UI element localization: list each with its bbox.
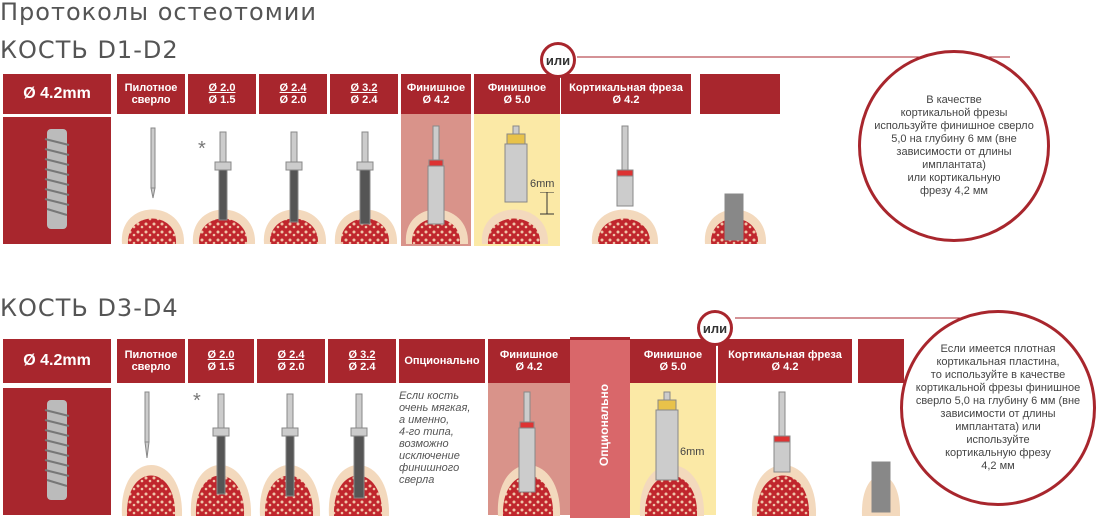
s1-col-cort-l2: Ø 4.2 bbox=[612, 94, 640, 106]
s1-note-l1: кортикальной фрезы bbox=[900, 107, 1008, 119]
s1-col-pilot: Пилотное сверло bbox=[117, 74, 185, 114]
s2-or-badge: или bbox=[697, 310, 733, 346]
s1-col-fin50-l2: Ø 5.0 bbox=[503, 94, 531, 106]
s2-col-fin42-l2: Ø 4.2 bbox=[515, 361, 543, 373]
soft-note-l5: исключение bbox=[399, 450, 460, 462]
bone-shapes bbox=[121, 209, 767, 244]
s1-col-fin42-l1: Финишное bbox=[406, 82, 466, 94]
s1-note-l0: В качестве bbox=[926, 94, 982, 106]
section1-title: КОСТЬ D1-D2 bbox=[0, 36, 179, 64]
s2-col-32-l1: Ø 3.2 bbox=[348, 349, 376, 361]
s2-col-20-l2: Ø 1.5 bbox=[207, 361, 235, 373]
s1-col-24: Ø 2.4 Ø 2.0 bbox=[259, 74, 327, 114]
s2-note-circle: Если имеется плотная кортикальная пласти… bbox=[900, 310, 1096, 506]
s2-star: * bbox=[193, 390, 201, 412]
s1-col-20-l2: Ø 1.5 bbox=[208, 94, 236, 106]
s2-note-l1: кортикальная пластина, bbox=[936, 356, 1060, 368]
s2-col-pilot-l2: сверло bbox=[131, 361, 171, 373]
s1-note-l5: имплантата) bbox=[922, 159, 986, 171]
s2-col-implant-blank bbox=[858, 339, 904, 383]
s2-optional-band bbox=[570, 337, 630, 518]
s1-note-l7: фрезу 4,2 мм bbox=[920, 185, 988, 197]
s2-col-fin50-l2: Ø 5.0 bbox=[659, 361, 687, 373]
s2-col-fin42-l1: Финишное bbox=[499, 349, 559, 361]
s2-col-optional: Опционально bbox=[399, 339, 485, 383]
s1-col-32-l2: Ø 2.4 bbox=[350, 94, 378, 106]
s1-star: * bbox=[198, 138, 206, 160]
s2-col-pilot-l1: Пилотное bbox=[124, 349, 178, 361]
s2-col-fin50: Финишное Ø 5.0 bbox=[630, 339, 716, 383]
s1-col-32-l1: Ø 3.2 bbox=[350, 82, 378, 94]
s1-col-pilot-l1: Пилотное bbox=[124, 82, 178, 94]
s1-note-l6: или кортикальную bbox=[907, 172, 1001, 184]
s2-col-32-l2: Ø 2.4 bbox=[348, 361, 376, 373]
s1-illustrations bbox=[121, 125, 767, 244]
implant-icon bbox=[44, 400, 70, 500]
s2-col-20-l1: Ø 2.0 bbox=[207, 349, 235, 361]
s2-note-l8: кортикальную фрезу bbox=[945, 447, 1051, 459]
s1-col-fin50: Финишное Ø 5.0 bbox=[474, 74, 560, 114]
drill-shapes bbox=[150, 125, 744, 241]
implant-icon bbox=[44, 129, 70, 229]
s2-col-24-l1: Ø 2.4 bbox=[277, 349, 305, 361]
s2-note-l2: то используйте в качестве bbox=[930, 369, 1066, 381]
soft-note-l1: очень мягкая, bbox=[399, 402, 471, 414]
s2-note-l4: сверло 5,0 на глубину 6 мм (вне bbox=[915, 395, 1081, 407]
s2-depth-label: 6mm bbox=[680, 446, 705, 458]
soft-note-l6: финишного bbox=[399, 462, 460, 474]
s1-note-l3: 5,0 на глубину 6 мм (вне bbox=[891, 133, 1017, 145]
page-title: Протоколы остеотомии bbox=[0, 0, 317, 26]
s1-col-24-l2: Ø 2.0 bbox=[279, 94, 307, 106]
s2-note-l9: 4,2 мм bbox=[981, 460, 1015, 472]
soft-note-l2: а именно, bbox=[399, 414, 450, 426]
soft-note-l7: сверла bbox=[399, 474, 435, 486]
s2-note-l0: Если имеется плотная bbox=[940, 343, 1056, 355]
s2-col-20: Ø 2.0 Ø 1.5 bbox=[188, 339, 254, 383]
s1-col-24-l1: Ø 2.4 bbox=[279, 82, 307, 94]
s2-col-24-l2: Ø 2.0 bbox=[277, 361, 305, 373]
s2-col-pilot: Пилотное сверло bbox=[117, 339, 185, 383]
s2-col-optional-l1: Опционально bbox=[404, 355, 480, 367]
s1-or-badge: или bbox=[540, 42, 576, 78]
s1-note-circle: В качестве кортикальной фрезы используйт… bbox=[858, 50, 1050, 242]
s1-col-fin42-l2: Ø 4.2 bbox=[422, 94, 450, 106]
drill-shapes bbox=[144, 391, 891, 513]
s2-note-l3: кортикальной фрезы финишное bbox=[915, 382, 1081, 394]
s2-note-l6: имплантата) или bbox=[955, 421, 1041, 433]
s1-note-l2: используйте финишное сверло bbox=[874, 120, 1034, 132]
soft-note-l0: Если кость bbox=[399, 390, 459, 402]
s1-col-cort-l1: Кортикальная фреза bbox=[569, 82, 683, 94]
s1-implant-size: Ø 4.2mm bbox=[3, 74, 111, 114]
s1-col-fin42: Финишное Ø 4.2 bbox=[401, 74, 471, 114]
s1-col-pilot-l2: сверло bbox=[131, 94, 171, 106]
soft-note-l3: 4-го типа, bbox=[399, 426, 454, 438]
s1-note-l4: зависимости от длины bbox=[896, 146, 1012, 158]
s1-col-cort: Кортикальная фреза Ø 4.2 bbox=[561, 74, 691, 114]
soft-note-l4: возможно bbox=[399, 438, 449, 450]
section2-title: КОСТЬ D3-D4 bbox=[0, 294, 179, 322]
s2-implant-size: Ø 4.2mm bbox=[3, 339, 111, 383]
s2-col-32: Ø 3.2 Ø 2.4 bbox=[328, 339, 396, 383]
s1-implant-cell bbox=[3, 117, 111, 244]
s2-col-fin50-l1: Финишное bbox=[643, 349, 703, 361]
s2-implant-cell bbox=[3, 388, 111, 515]
s1-col-fin50-l1: Финишное bbox=[487, 82, 547, 94]
s2-col-cort-l1: Кортикальная фреза bbox=[728, 349, 842, 361]
bone-shapes bbox=[121, 465, 900, 516]
s2-note-l5: зависимости от длины bbox=[940, 408, 1056, 420]
s1-col-20: Ø 2.0 Ø 1.5 bbox=[188, 74, 256, 114]
s1-depth-label: 6mm bbox=[530, 178, 555, 190]
s2-illustrations bbox=[121, 391, 900, 516]
s1-col-20-l1: Ø 2.0 bbox=[208, 82, 236, 94]
s2-col-cort: Кортикальная фреза Ø 4.2 bbox=[718, 339, 852, 383]
s2-col-24: Ø 2.4 Ø 2.0 bbox=[257, 339, 325, 383]
s1-col-implant-blank bbox=[700, 74, 780, 114]
s2-note-l7: используйте bbox=[966, 434, 1030, 446]
s2-soft-bone-note: Если кость очень мягкая, а именно, 4-го … bbox=[399, 390, 485, 486]
s1-col-32: Ø 3.2 Ø 2.4 bbox=[330, 74, 398, 114]
s1-depth-marker bbox=[540, 192, 554, 215]
s2-col-fin42: Финишное Ø 4.2 bbox=[488, 339, 570, 383]
s2-col-cort-l2: Ø 4.2 bbox=[771, 361, 799, 373]
